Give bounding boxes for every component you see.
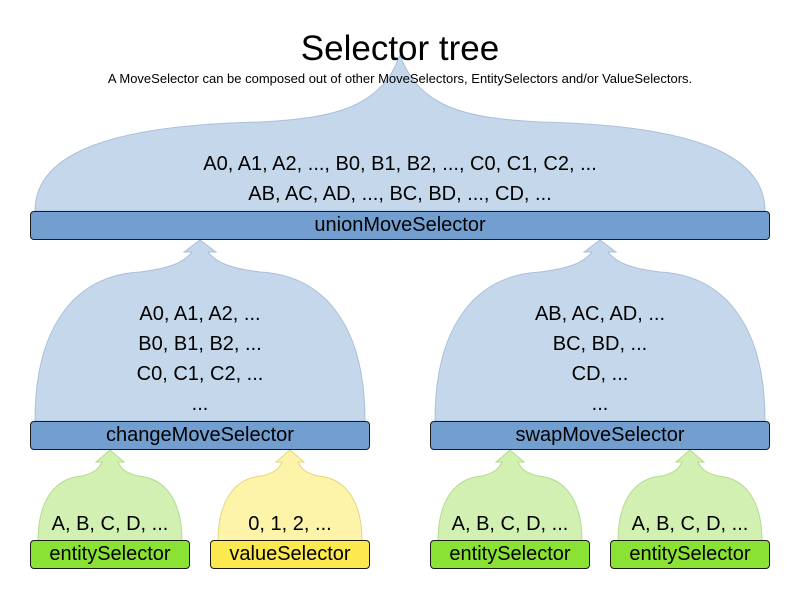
swap-move-selector-bar[interactable]: swapMoveSelector xyxy=(430,421,770,450)
union-values-line: AB, AC, AD, ..., BC, BD, ..., CD, ... xyxy=(248,183,552,205)
value-dome xyxy=(217,449,363,543)
union-values-line: A0, A1, A2, ..., B0, B1, B2, ..., C0, C1… xyxy=(203,153,597,175)
entity-values-3: A, B, C, D, ... xyxy=(631,513,749,535)
diagram-title: Selector tree xyxy=(300,29,500,68)
union-move-selector-bar[interactable]: unionMoveSelector xyxy=(30,211,770,240)
entity-dome-2 xyxy=(437,449,583,543)
swap-move-dome xyxy=(434,239,766,422)
union-move-values: A0, A1, A2, ..., B0, B1, B2, ..., C0, C1… xyxy=(35,149,765,209)
entity-dome-1 xyxy=(37,449,183,543)
swap-values-line: ... xyxy=(591,393,609,415)
change-values-line: A0, A1, A2, ... xyxy=(139,303,261,325)
change-move-values: A0, A1, A2, ... B0, B1, B2, ... C0, C1, … xyxy=(35,299,365,419)
entity-selector-bar-2[interactable]: entitySelector xyxy=(430,540,590,569)
swap-move-values: AB, AC, AD, ... BC, BD, ... CD, ... ... xyxy=(435,299,765,419)
change-values-line: C0, C1, C2, ... xyxy=(136,363,264,385)
swap-values-line: CD, ... xyxy=(571,363,629,385)
value-values: 0, 1, 2, ... xyxy=(248,513,332,535)
entity-values-2: A, B, C, D, ... xyxy=(451,513,569,535)
change-values-line: B0, B1, B2, ... xyxy=(138,333,262,355)
entity-dome-3 xyxy=(617,449,763,543)
change-values-line: ... xyxy=(191,393,209,415)
value-selector-bar[interactable]: valueSelector xyxy=(210,540,370,569)
swap-values-line: BC, BD, ... xyxy=(552,333,648,355)
swap-values-line: AB, AC, AD, ... xyxy=(534,303,666,325)
entity-selector-bar-1[interactable]: entitySelector xyxy=(30,540,190,569)
entity-selector-bar-3[interactable]: entitySelector xyxy=(610,540,770,569)
change-move-selector-bar[interactable]: changeMoveSelector xyxy=(30,421,370,450)
union-dome xyxy=(34,53,766,212)
change-move-dome xyxy=(34,239,366,422)
entity-values-1: A, B, C, D, ... xyxy=(51,513,169,535)
diagram-subtitle: A MoveSelector can be composed out of ot… xyxy=(107,71,693,86)
